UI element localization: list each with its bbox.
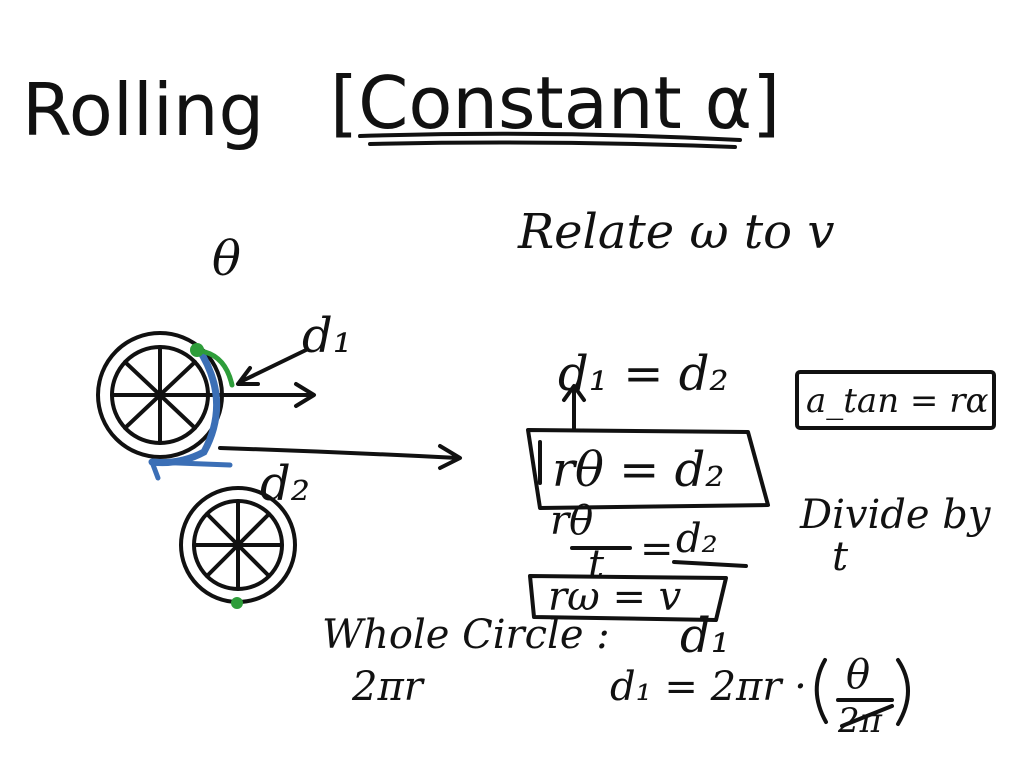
lower-wheel [179,486,297,604]
open-paren [814,658,828,724]
d1-pointer-arrow [236,348,308,386]
whole-circle-label: Whole Circle : [322,612,610,658]
eq3-numerator-right: d₂ [676,516,718,562]
r-theta-box [526,428,770,510]
equation-r-theta: rθ = d₂ [552,442,725,498]
title-underline [358,131,742,149]
strike-2pi [840,704,894,728]
r-omega-box [528,574,728,622]
theta-label: θ [212,231,241,287]
d1-small-label: d₁ [680,608,730,664]
d2-label: d₂ [260,456,310,512]
eq3-fraction-bar-right [672,560,748,568]
eq3-equals: = [640,526,674,572]
title-rolling: Rolling [22,68,264,152]
green-arc-mark [202,349,235,388]
translation-arrow [218,444,462,470]
arc-bottom-arrow [149,459,233,481]
equation-r-omega-v: rω = v [548,574,682,620]
divide-by-label: Divide by [799,492,992,538]
atan-box [795,370,996,430]
fraction-numerator-theta: θ [846,652,870,698]
title-bracket: [Constant α] [330,61,780,145]
equation-d1-equals-d2: d₁ = d₂ [558,346,729,402]
close-paren [896,658,910,726]
upper-wheel [96,331,316,459]
contact-dot-lower [231,597,243,609]
eq3-numerator-left: rθ [550,498,593,544]
divide-by-t: t [832,534,849,580]
d1-formula-left: d₁ = 2πr · [610,664,807,710]
d1-label: d₁ [302,308,352,364]
circumference-2pi-r: 2πr [351,664,426,710]
relate-heading: Relate ω to v [517,204,834,260]
atan-equation: a_tan = rα [806,381,988,421]
up-arrow [562,384,586,430]
contact-dot-upper [190,343,204,357]
